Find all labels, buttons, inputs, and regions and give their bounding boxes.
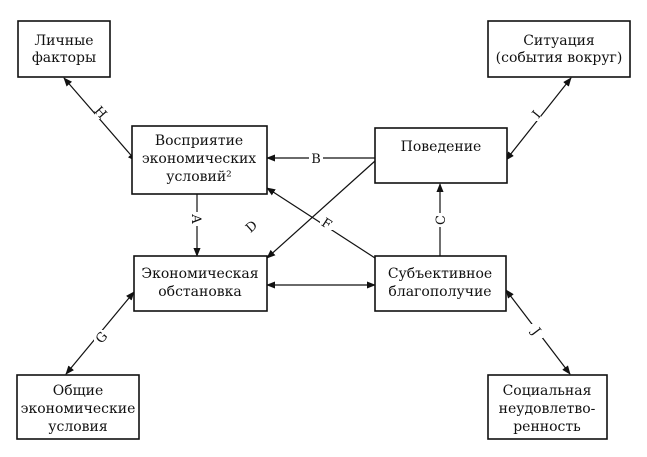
node-situation-line-1: Ситуация: [523, 33, 595, 49]
edge-label-g: G: [93, 329, 111, 347]
node-perception: Восприятие экономических условий²: [131, 125, 268, 195]
edge-label-b-text: B: [311, 152, 321, 167]
edge-label-h: H: [91, 104, 110, 122]
node-behavior-line-1: Поведение: [401, 139, 482, 155]
edge-label-d: D: [243, 218, 261, 236]
node-general-conditions: Общие экономические условия: [16, 374, 140, 440]
node-perception-line-3: условий²: [166, 169, 232, 185]
node-personal-factors-line-2: факторы: [32, 50, 96, 66]
node-general-conditions-line-1: Общие: [53, 383, 104, 399]
edge-label-a-text: A: [188, 213, 203, 224]
edge-h: [63, 77, 137, 162]
edge-label-i: I: [530, 107, 545, 122]
edge-label-j: J: [527, 324, 543, 339]
node-subjective-wellbeing-line-2: благополучие: [388, 284, 491, 300]
node-social-discontent: Социальная неудовлетво- ренность: [487, 374, 608, 440]
node-social-discontent-line-1: Социальная: [503, 383, 592, 399]
node-personal-factors: Личные факторы: [17, 20, 111, 78]
edge-d: [266, 160, 376, 259]
node-social-discontent-line-3: ренность: [513, 419, 581, 435]
edge-label-b: B: [309, 151, 323, 167]
edge-label-f: F: [318, 216, 334, 233]
node-perception-line-1: Восприятие: [155, 133, 243, 149]
node-subjective-wellbeing-line-1: Субъективное: [388, 266, 492, 282]
edge-label-a: A: [188, 212, 204, 226]
edge-label-c: C: [433, 213, 449, 227]
node-situation-line-2: (события вокруг): [496, 50, 623, 66]
node-personal-factors-line-1: Личные: [34, 33, 93, 49]
node-general-conditions-line-2: экономические: [21, 401, 136, 417]
node-economic-situation-line-2: обстановка: [158, 284, 242, 300]
node-perception-line-2: экономических: [142, 151, 256, 167]
node-situation: Ситуация (события вокруг): [487, 20, 631, 78]
edge-label-c-text: C: [434, 215, 449, 225]
node-behavior: Поведение: [374, 127, 508, 184]
node-subjective-wellbeing: Субъективное благополучие: [374, 255, 507, 312]
node-economic-situation: Экономическая обстановка: [133, 255, 268, 312]
node-general-conditions-line-3: условия: [48, 419, 108, 435]
node-social-discontent-line-2: неудовлетво-: [499, 401, 596, 417]
node-economic-situation-line-1: Экономическая: [141, 266, 258, 282]
